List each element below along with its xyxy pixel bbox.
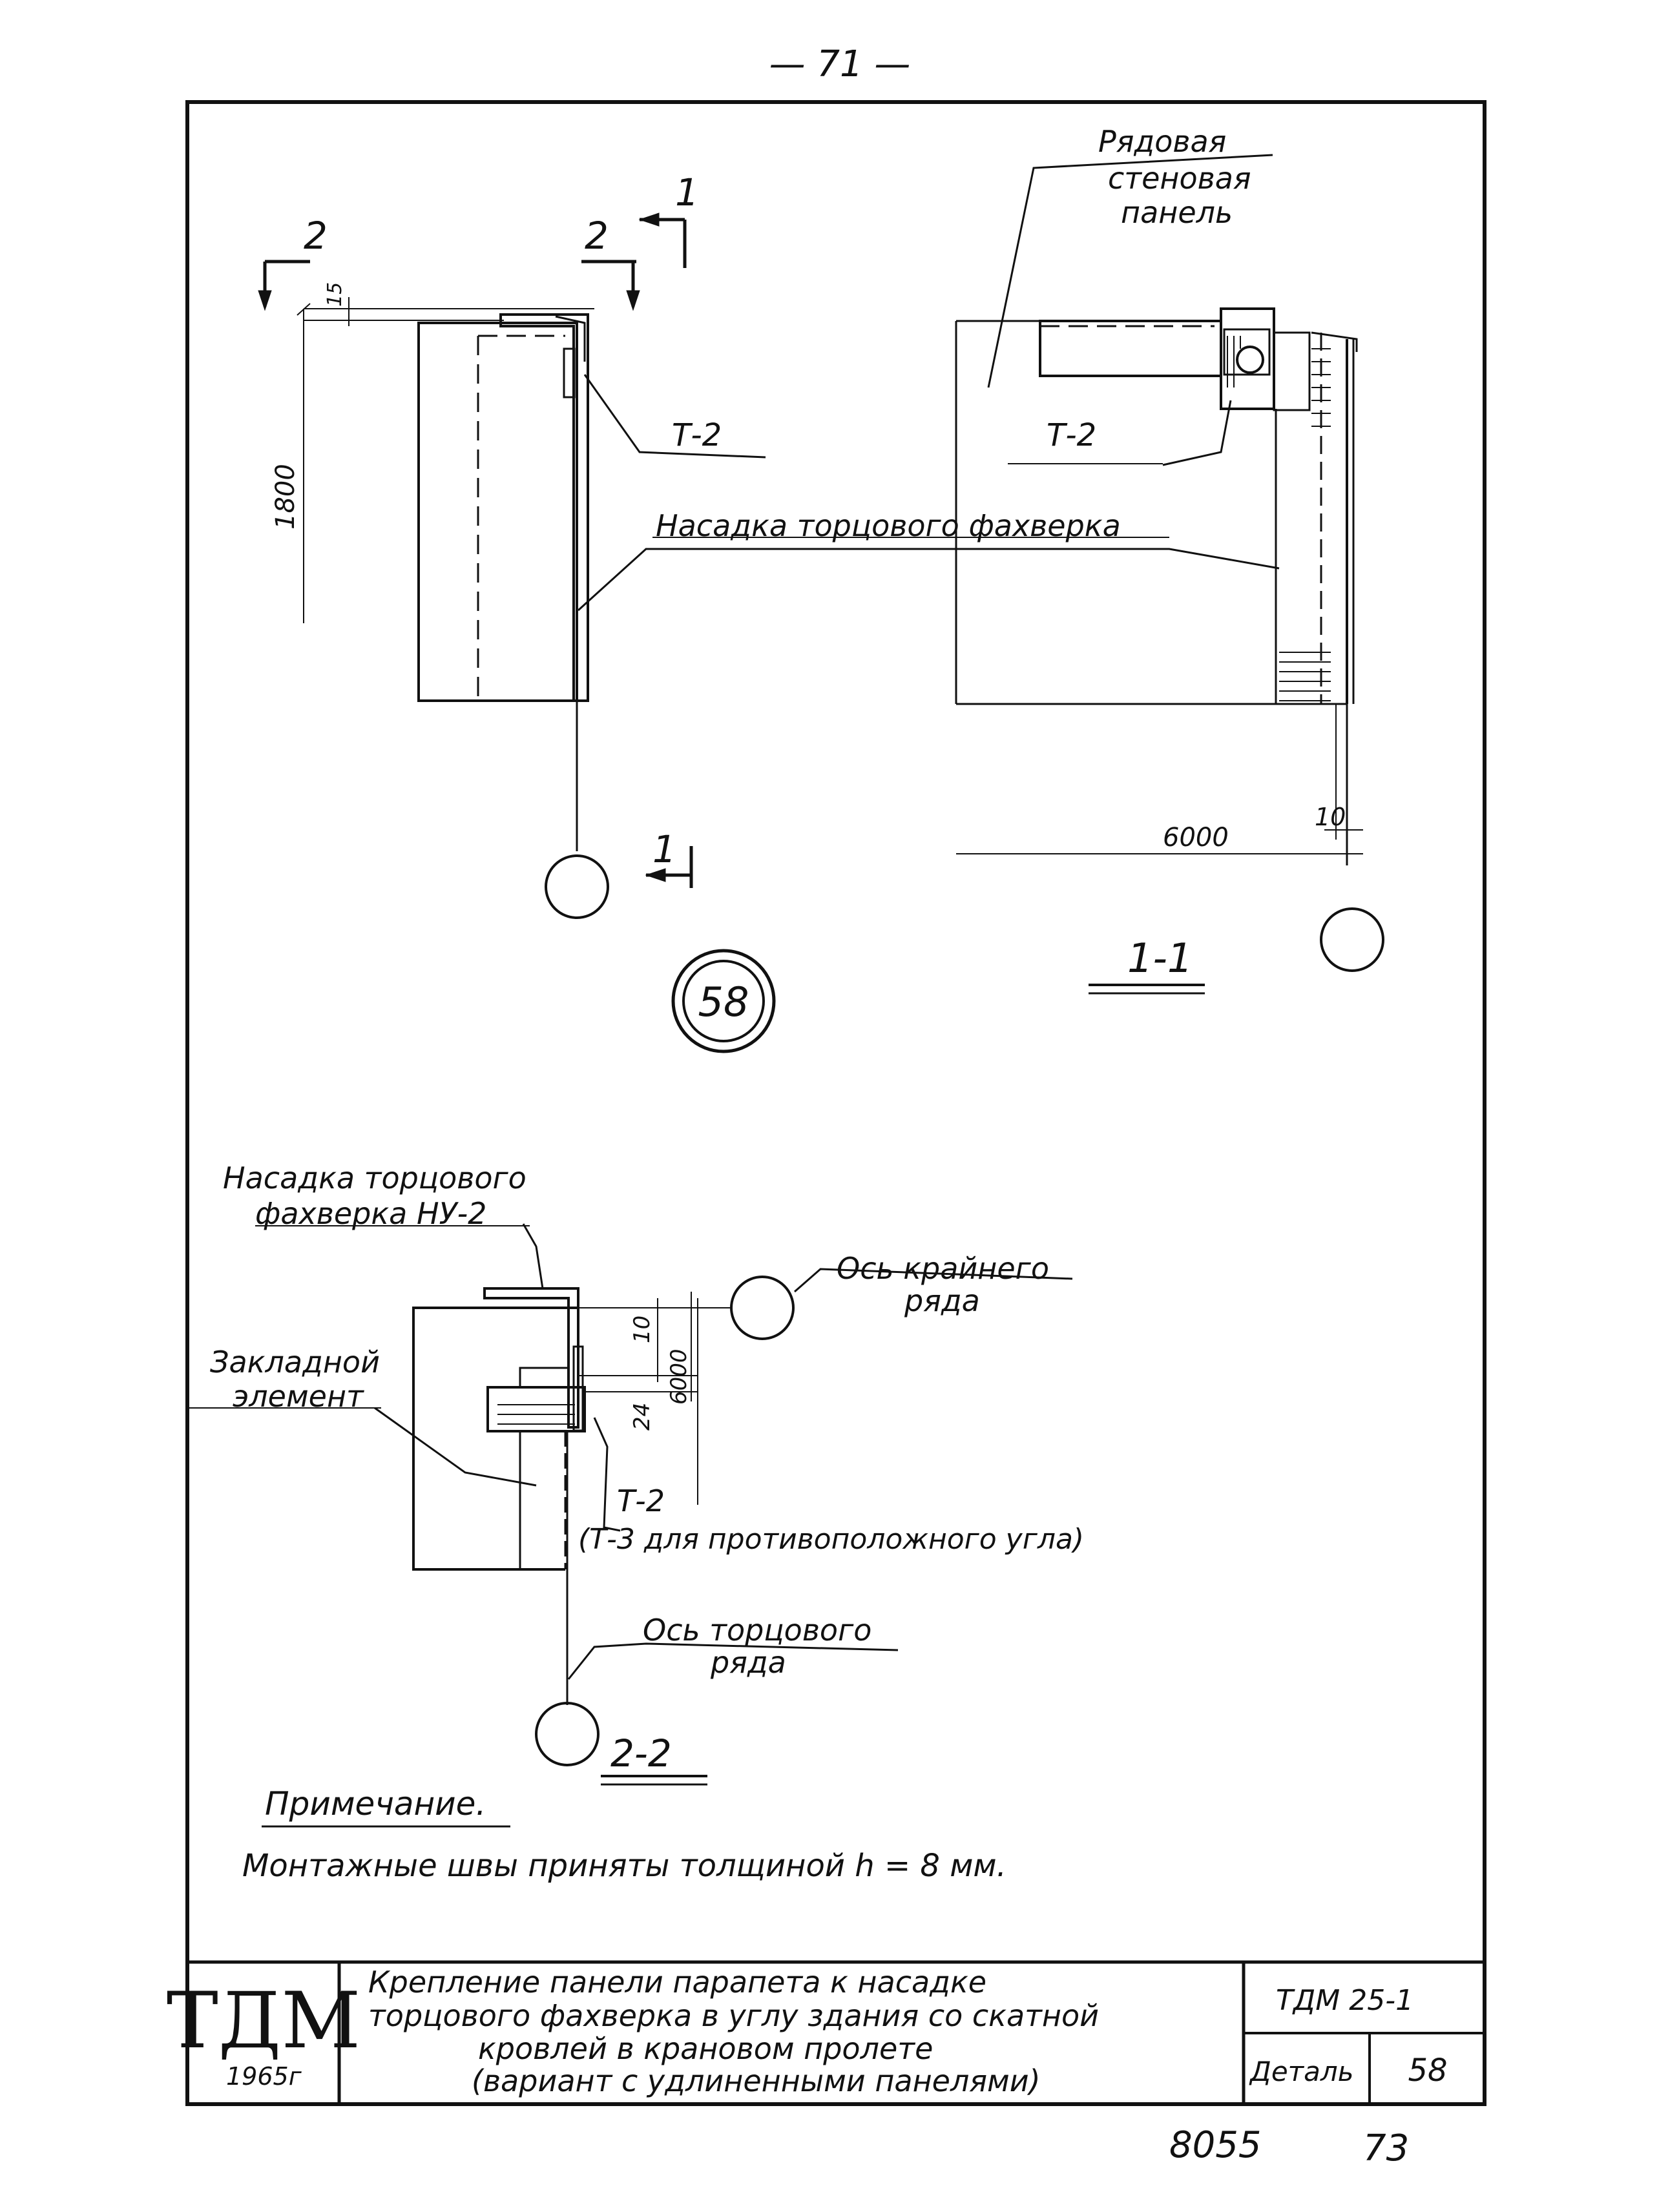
section-mark-2-left: 2 xyxy=(304,214,328,258)
section-title-1-1: 1-1 xyxy=(1127,935,1193,982)
axis-marker-extreme xyxy=(730,1276,795,1340)
title-line-4: (вариант с удлиненными панелями) xyxy=(472,2063,1041,2098)
dim-6000-2-2: 6000 xyxy=(666,1349,692,1405)
dim-6000-1-1: 6000 xyxy=(1163,823,1229,853)
title-line-1: Крепление панели парапета к насадке xyxy=(368,1965,986,2000)
label-panel-line2: стеновая xyxy=(1108,161,1251,196)
label-t2-1-1: Т-2 xyxy=(1047,417,1096,453)
title-block-year: 1965г xyxy=(226,2062,302,2091)
label-embedded-line2: элемент xyxy=(233,1379,364,1414)
note-text: Монтажные швы приняты толщиной h = 8 мм. xyxy=(242,1848,1006,1884)
label-nasadka-line2: фахверка НУ-2 xyxy=(255,1196,486,1231)
section-mark-1-bottom: 1 xyxy=(652,827,676,871)
axis-marker-1-1 xyxy=(1320,907,1384,972)
label-panel-line1: Рядовая xyxy=(1098,124,1226,159)
detail-number-main: 58 xyxy=(698,978,749,1026)
main-view xyxy=(258,212,1280,919)
nasadka-angle-2-2 xyxy=(483,1287,579,1429)
view-1-1 xyxy=(955,154,1384,995)
page-number: — 71 — xyxy=(769,43,911,85)
label-axis-extreme-line1: Ось крайнего xyxy=(837,1251,1049,1286)
label-t3-2-2: (Т-3 для противоположного угла) xyxy=(578,1523,1084,1556)
section-title-2-2: 2-2 xyxy=(610,1731,672,1775)
wall-panel-1-1 xyxy=(1039,320,1222,377)
t2-plate xyxy=(563,347,576,398)
axis-marker-end xyxy=(535,1702,600,1766)
dim-24-2-2: 24 xyxy=(629,1403,655,1431)
sheet-frame xyxy=(185,100,1486,2106)
section-mark-2-right: 2 xyxy=(585,214,609,258)
section-mark-1-top: 1 xyxy=(675,171,699,214)
series-code: ТДМ 25-1 xyxy=(1276,1984,1413,2017)
title-block xyxy=(187,1960,1485,2104)
dim-15: 15 xyxy=(324,282,346,307)
dim-10-2-2: 10 xyxy=(629,1316,655,1343)
label-t2-2-2: Т-2 xyxy=(617,1483,665,1518)
dim-1800: 1800 xyxy=(271,464,300,530)
label-axis-end-line1: Ось торцового xyxy=(643,1613,871,1648)
nasadka-angle xyxy=(499,313,589,702)
dim-10-1-1: 10 xyxy=(1315,803,1346,831)
label-nasadka-line1: Насадка торцового xyxy=(223,1161,527,1195)
label-axis-extreme-line2: ряда xyxy=(904,1283,980,1318)
detail-number-marker xyxy=(671,949,776,1053)
note-title: Примечание. xyxy=(265,1785,486,1823)
axis-marker-main xyxy=(545,854,609,919)
label-embedded-line1: Закладной xyxy=(210,1345,380,1380)
embedded-element-1-1 xyxy=(1220,307,1275,410)
title-line-2: торцового фахверка в углу здания со скат… xyxy=(368,1998,1099,2033)
label-panel-line3: панель xyxy=(1121,195,1233,230)
title-block-logo: ТДМ xyxy=(167,1976,360,2066)
view-2-2 xyxy=(187,1223,1073,1786)
footer-code-left: 8055 xyxy=(1169,2124,1262,2166)
detail-label: Деталь xyxy=(1249,2056,1353,2087)
title-line-3: кровлей в крановом пролете xyxy=(478,2031,933,2066)
parapet-panel xyxy=(417,322,578,702)
label-nasadka: Насадка торцового фахверка xyxy=(656,508,1121,543)
detail-number-title: 58 xyxy=(1408,2052,1447,2089)
label-t2-main: Т-2 xyxy=(672,417,722,453)
label-axis-end-line2: ряда xyxy=(710,1645,786,1680)
footer-code-right: 73 xyxy=(1363,2127,1409,2169)
